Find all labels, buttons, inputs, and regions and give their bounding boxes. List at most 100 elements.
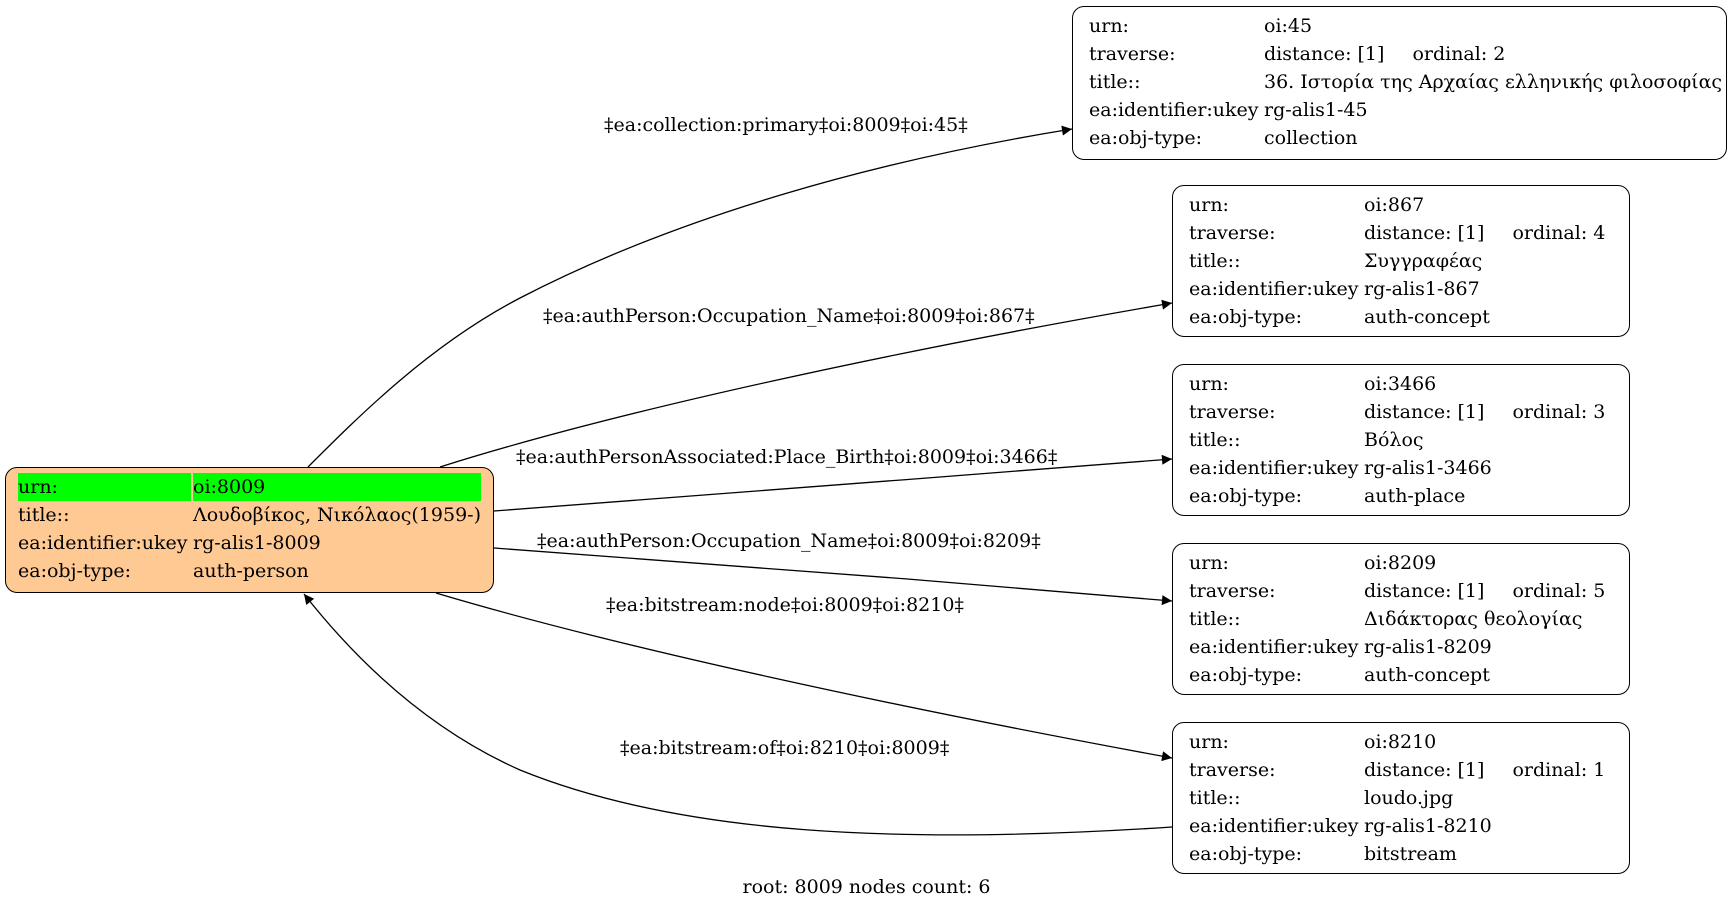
node-ordinal-value: ordinal: 1 <box>1512 759 1606 781</box>
root-type-value: auth-person <box>193 560 309 582</box>
node-title-key: title:: <box>1089 71 1141 93</box>
node-title-key: title:: <box>1189 608 1241 630</box>
root-urn-key: urn: <box>18 473 191 501</box>
edge-occupation-8209 <box>493 547 1173 606</box>
node-type-row: ea:obj-type: auth-concept <box>1189 303 1615 331</box>
node-distance-value: distance: [1] <box>1264 43 1385 65</box>
node-urn-row: urn: oi:867 <box>1189 191 1615 219</box>
edge-label-collection-primary: ‡ea:collection:primary‡oi:8009‡oi:45‡ <box>604 114 968 136</box>
node-ident-value: rg-alis1-3466 <box>1364 457 1492 479</box>
node-traverse-row: traverse: distance: [1] ordinal: 2 <box>1089 40 1712 68</box>
edge-label-bitstream-of: ‡ea:bitstream:of‡oi:8210‡oi:8009‡ <box>620 737 950 759</box>
node-ident-key: ea:identifier:ukey <box>1189 815 1359 837</box>
edge-occupation-867 <box>439 299 1173 468</box>
node-type-key: ea:obj-type: <box>1189 485 1303 507</box>
node-title-value: 36. Ιστορία της Αρχαίας ελληνικής φιλοσο… <box>1264 71 1723 93</box>
node-type-key: ea:obj-type: <box>1189 664 1303 686</box>
node-title-row: title::Συγγραφέας <box>1189 247 1615 275</box>
node-ident-key: ea:identifier:ukey <box>1189 636 1359 658</box>
edge-bitstream-of <box>303 593 1173 836</box>
node-traverse-row: traverse:distance: [1]ordinal: 4 <box>1189 219 1615 247</box>
node-traverse-row: traverse:distance: [1]ordinal: 3 <box>1189 398 1615 426</box>
node-ordinal-value: ordinal: 5 <box>1512 580 1606 602</box>
node-oi-867[interactable]: urn:oi:867 traverse:distance: [1]ordinal… <box>1172 185 1630 337</box>
root-ident-key: ea:identifier:ukey <box>18 532 188 554</box>
node-ident-key: ea:identifier:ukey <box>1189 278 1359 300</box>
node-oi-8209[interactable]: urn:oi:8209 traverse: distance: [1] ordina… <box>1172 543 1630 695</box>
node-distance-value: distance: [1] <box>1364 580 1485 602</box>
node-ident-key: ea:identifier:ukey <box>1089 99 1259 121</box>
node-type-value: auth-place <box>1364 485 1466 507</box>
node-traverse-row: traverse: distance: [1] ordinal: 5 <box>1189 577 1615 605</box>
node-ordinal-value: ordinal: 2 <box>1412 43 1506 65</box>
node-urn-row: urn: oi:3466 <box>1189 370 1615 398</box>
node-oi-8210[interactable]: urn:oi:8210 traverse:distance: [1]ordina… <box>1172 722 1630 874</box>
node-traverse-key: traverse: <box>1189 401 1276 423</box>
node-ident-value: rg-alis1-867 <box>1364 278 1480 300</box>
node-urn-value: oi:8209 <box>1364 552 1437 574</box>
node-urn-row: urn:oi:8209 <box>1189 549 1615 577</box>
node-type-value: bitstream <box>1364 843 1457 865</box>
node-title-key: title:: <box>1189 429 1241 451</box>
node-type-row: ea:obj-type: auth-place <box>1189 482 1615 510</box>
node-ident-value: rg-alis1-45 <box>1264 99 1368 121</box>
node-traverse-key: traverse: <box>1189 580 1276 602</box>
node-type-row: ea:obj-type: auth-concept <box>1189 661 1615 689</box>
root-node[interactable]: urn: oi:8009 title:: Λουδοβίκος, Νικόλαο… <box>5 467 494 593</box>
node-title-value: Βόλος <box>1364 429 1424 451</box>
node-title-value: loudo.jpg <box>1364 787 1454 809</box>
node-type-value: auth-concept <box>1364 306 1490 328</box>
node-traverse-key: traverse: <box>1189 759 1276 781</box>
node-type-row: ea:obj-type: bitstream <box>1189 840 1615 868</box>
node-urn-value: oi:867 <box>1364 194 1425 216</box>
node-type-row: ea:obj-type: collection <box>1089 124 1712 152</box>
root-urn-row: urn: oi:8009 <box>18 473 481 501</box>
edge-label-place-birth-3466: ‡ea:authPersonAssociated:Place_Birth‡oi:… <box>516 446 1058 468</box>
node-traverse-key: traverse: <box>1089 43 1176 65</box>
root-title-key: title:: <box>18 504 70 526</box>
node-urn-row: urn:oi:8210 <box>1189 728 1615 756</box>
node-ident-value: rg-alis1-8210 <box>1364 815 1492 837</box>
node-oi-45[interactable]: urn: oi:45 traverse: distance: [1] ordinal:… <box>1072 6 1727 160</box>
node-type-key: ea:obj-type: <box>1089 127 1203 149</box>
edge-collection-primary <box>307 125 1073 468</box>
node-traverse-row: traverse:distance: [1]ordinal: 1 <box>1189 756 1615 784</box>
node-ordinal-value: ordinal: 4 <box>1512 222 1606 244</box>
node-title-value: Συγγραφέας <box>1364 250 1483 272</box>
node-title-key: title:: <box>1189 250 1241 272</box>
node-type-key: ea:obj-type: <box>1189 306 1303 328</box>
node-title-row: title::Διδάκτορας θεολογίας <box>1189 605 1615 633</box>
node-ident-key: ea:identifier:ukey <box>1189 457 1359 479</box>
node-title-row: title::Βόλος <box>1189 426 1615 454</box>
node-urn-value: oi:45 <box>1264 15 1313 37</box>
root-title-row: title:: Λουδοβίκος, Νικόλαος(1959-) <box>18 501 481 529</box>
edge-label-occupation-8209: ‡ea:authPerson:Occupation_Name‡oi:8009‡o… <box>537 530 1041 552</box>
node-title-row: title::36. Ιστορία της Αρχαίας ελληνικής… <box>1089 68 1722 96</box>
graph-caption: root: 8009 nodes count: 6 <box>742 876 991 898</box>
node-urn-value: oi:8210 <box>1364 731 1437 753</box>
edge-place-birth-3466 <box>493 454 1173 512</box>
edge-label-bitstream-node: ‡ea:bitstream:node‡oi:8009‡oi:8210‡ <box>606 594 964 616</box>
node-type-key: ea:obj-type: <box>1189 843 1303 865</box>
node-distance-value: distance: [1] <box>1364 401 1485 423</box>
edge-label-occupation-867: ‡ea:authPerson:Occupation_Name‡oi:8009‡o… <box>543 305 1035 327</box>
node-urn-value: oi:3466 <box>1364 373 1437 395</box>
node-type-value: collection <box>1264 127 1358 149</box>
root-title-value: Λουδοβίκος, Νικόλαος(1959-) <box>193 504 481 526</box>
node-urn-row: urn: oi:45 <box>1089 12 1712 40</box>
root-ident-value: rg-alis1-8009 <box>193 532 321 554</box>
node-type-value: auth-concept <box>1364 664 1490 686</box>
node-urn-key: urn: <box>1089 15 1129 37</box>
node-urn-key: urn: <box>1189 373 1229 395</box>
node-urn-key: urn: <box>1189 194 1229 216</box>
node-oi-3466[interactable]: urn:oi:3466 traverse:distance: [1]ordina… <box>1172 364 1630 516</box>
node-distance-value: distance: [1] <box>1364 222 1485 244</box>
edge-bitstream-node <box>435 592 1173 762</box>
node-ident-value: rg-alis1-8209 <box>1364 636 1492 658</box>
root-type-key: ea:obj-type: <box>18 560 132 582</box>
